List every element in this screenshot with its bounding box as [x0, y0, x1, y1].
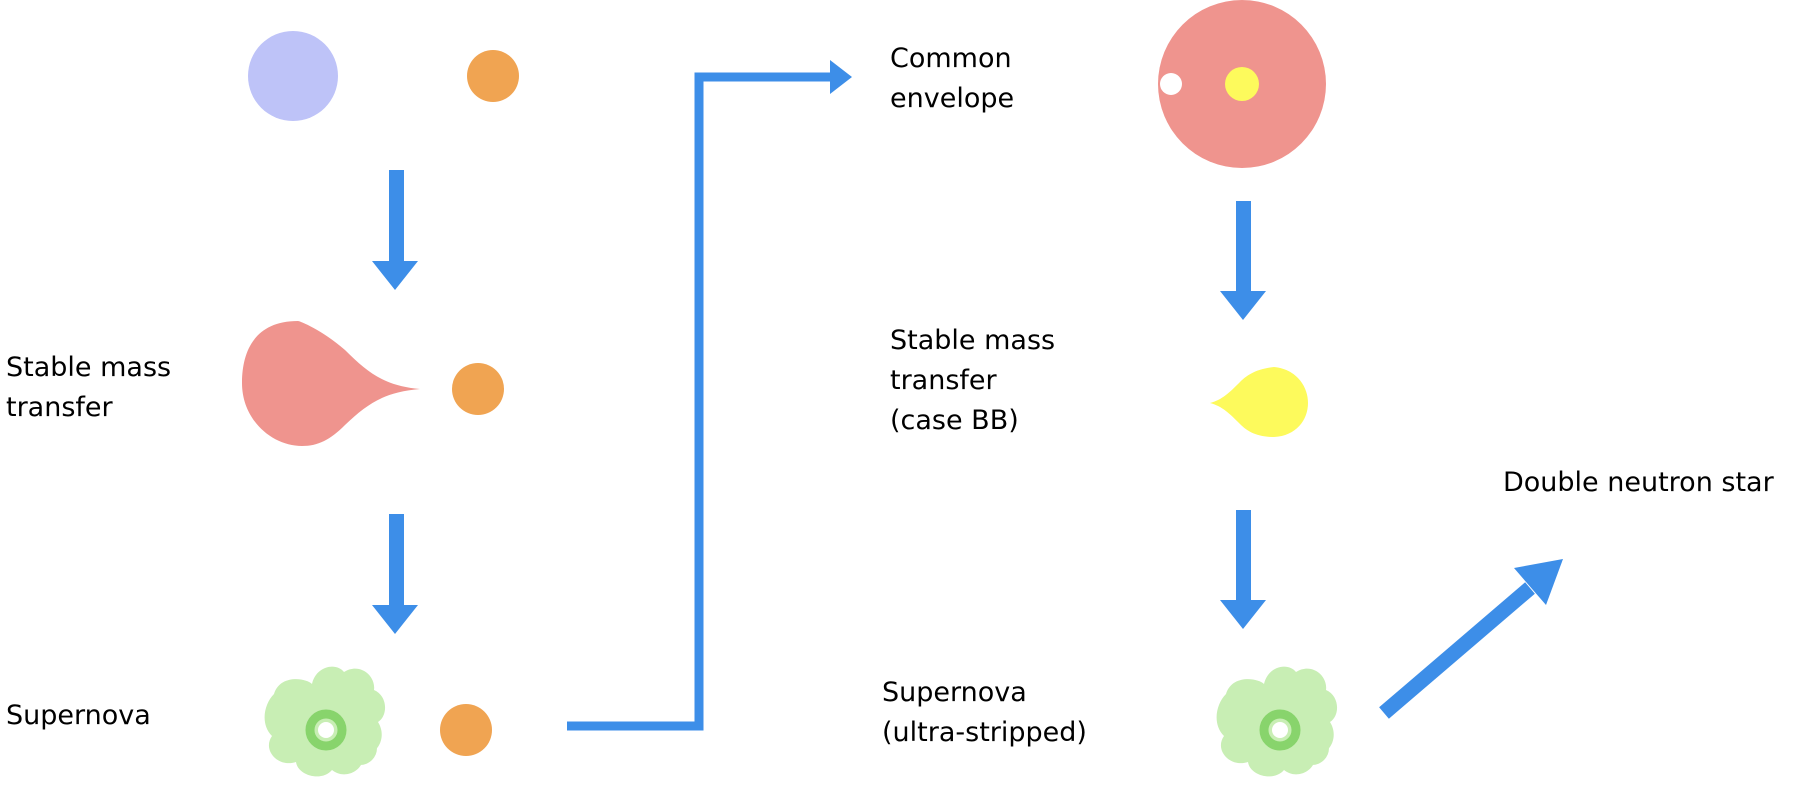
companion-star [452, 363, 504, 415]
arrow-down [1220, 510, 1266, 629]
arrow-down [1220, 201, 1266, 320]
label-line: Stable mass [6, 352, 172, 383]
label-supernova-ultra-stripped: Supernova (ultra-stripped) [882, 673, 1087, 753]
primary-star [248, 31, 338, 121]
label-line: transfer [6, 392, 113, 423]
supernova-cloud [264, 666, 386, 777]
label-stable-mass-transfer-case-bb: Stable mass transfer (case BB) [890, 321, 1055, 441]
label-line: Stable mass [890, 325, 1056, 356]
neutron-star [1160, 73, 1182, 95]
label-line: transfer [890, 365, 997, 396]
supernova-cloud [1216, 666, 1338, 777]
connector-arrow-head [830, 60, 852, 94]
case-bb-donor [1210, 367, 1308, 437]
mass-transfer-donor [242, 321, 420, 446]
arrow-down [372, 514, 418, 634]
stripped-core [1225, 67, 1259, 101]
label-line: envelope [890, 83, 1015, 114]
neutron-star-core [318, 722, 334, 738]
arrow-down [372, 170, 418, 290]
diagonal-arrow-head [1514, 559, 1563, 605]
label-line: Supernova [882, 677, 1027, 708]
supernova-remnant-ring [305, 709, 347, 751]
label-stable-mass-transfer: Stable mass transfer [6, 348, 171, 428]
label-line: Supernova [6, 700, 151, 731]
neutron-star-core [1272, 722, 1288, 738]
label-line: Double neutron star [1503, 467, 1774, 498]
label-double-neutron-star: Double neutron star [1503, 463, 1774, 503]
label-line: (ultra-stripped) [882, 717, 1087, 748]
label-line: (case BB) [890, 405, 1019, 436]
diagonal-arrow-line [1379, 582, 1535, 719]
label-supernova: Supernova [6, 696, 151, 736]
supernova-remnant-ring [1259, 709, 1301, 751]
label-common-envelope: Common envelope [890, 39, 1014, 119]
companion-star [467, 50, 519, 102]
connector-arrow-line [567, 72, 830, 731]
label-line: Common [890, 43, 1012, 74]
companion-star [440, 704, 492, 756]
